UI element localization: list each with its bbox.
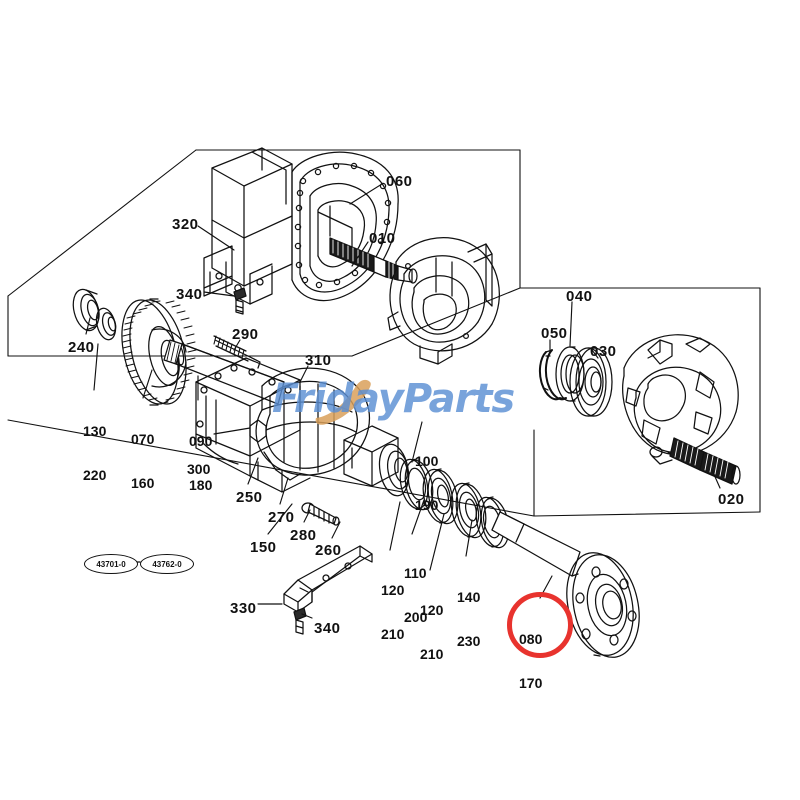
part-130-220-bearing: [95, 307, 117, 341]
part-030-bearing: [569, 347, 613, 417]
part-010-pinion-shaft: [329, 237, 418, 284]
part-090-180-axle-shaft: [163, 339, 285, 405]
part-120-210-washer-a: [422, 468, 459, 525]
reference-tag-left: 43701-0: [84, 554, 138, 574]
callout-280: 280: [290, 527, 317, 544]
callout-030: 030: [590, 343, 617, 360]
callout-070-160: 070 160: [131, 403, 154, 519]
callout-120-210-b: 120 210: [420, 574, 443, 690]
reference-tag-right: 43762-0: [140, 554, 194, 574]
callout-100-190: 100 190: [415, 425, 438, 541]
callout-080-170-highlighted: 080 170: [519, 603, 542, 719]
callout-340-lower: 340: [314, 620, 341, 637]
callout-220: 220: [83, 466, 107, 483]
part-070-160-ring-gear: [121, 298, 197, 406]
callout-190: 190: [415, 496, 439, 513]
part-120-210-washer-b: [450, 482, 487, 539]
callout-340-upper: 340: [176, 286, 203, 303]
callout-260: 260: [315, 542, 342, 559]
callout-070: 070: [131, 431, 155, 448]
part-240-bearing: [72, 288, 100, 332]
callout-120-a: 120: [381, 582, 405, 599]
part-050-snapring: [538, 349, 567, 401]
part-320-bracket: [203, 245, 233, 297]
callout-090: 090: [189, 433, 213, 450]
part-040-washer: [555, 346, 585, 402]
callout-240: 240: [68, 339, 95, 356]
part-340-bolt-lower: [293, 607, 307, 635]
part-020-housing: [622, 334, 741, 485]
callout-120-b: 120: [420, 602, 444, 619]
callout-090-180: 090 180: [189, 405, 212, 521]
callout-310: 310: [305, 352, 332, 369]
part-110-200-seal: [399, 458, 434, 511]
callout-180: 180: [189, 476, 213, 493]
callout-140-230: 140 230: [457, 561, 480, 677]
part-340-bolt-upper: [233, 287, 247, 315]
callout-150: 150: [250, 539, 277, 556]
callout-320: 320: [172, 216, 199, 233]
callout-170: 170: [519, 674, 543, 691]
callout-050: 050: [541, 325, 568, 342]
callout-300-text: 300: [187, 461, 211, 478]
callout-230: 230: [457, 632, 481, 649]
callout-210-a: 210: [381, 625, 405, 642]
callout-200: 200: [404, 608, 428, 625]
callout-100: 100: [415, 453, 439, 470]
part-330-support-bracket: [283, 545, 373, 613]
highlight-circle: [507, 592, 573, 658]
callout-290: 290: [232, 326, 259, 343]
callout-250: 250: [236, 489, 263, 506]
section-boundary-lines: [7, 149, 761, 517]
callout-160: 160: [131, 474, 155, 491]
callout-330: 330: [230, 600, 257, 617]
callout-270: 270: [268, 509, 295, 526]
callout-110: 110: [404, 565, 427, 582]
callout-040: 040: [566, 288, 593, 305]
callout-020: 020: [718, 491, 745, 508]
callout-080: 080: [519, 631, 543, 648]
callout-110-200: 110 200: [404, 537, 427, 653]
callout-130: 130: [83, 423, 107, 440]
leader-lines: [85, 183, 721, 619]
callout-010: 010: [369, 230, 396, 247]
callout-060: 060: [386, 173, 413, 190]
callout-130-220: 130 220: [83, 395, 106, 511]
part-060-carrier: [211, 147, 399, 305]
part-290-spring: [213, 335, 261, 369]
housing-middle: [387, 237, 500, 365]
callout-300: 300: [187, 433, 210, 506]
part-300-cover-plate: [249, 419, 267, 443]
part-170-axle-shaft: [491, 511, 640, 658]
part-100-190-retainer: [343, 425, 410, 497]
part-280-260-bolt: [301, 502, 340, 526]
callout-210-b: 210: [420, 645, 444, 662]
callout-120-210-a: 120 210: [381, 554, 404, 670]
callout-140: 140: [457, 589, 481, 606]
